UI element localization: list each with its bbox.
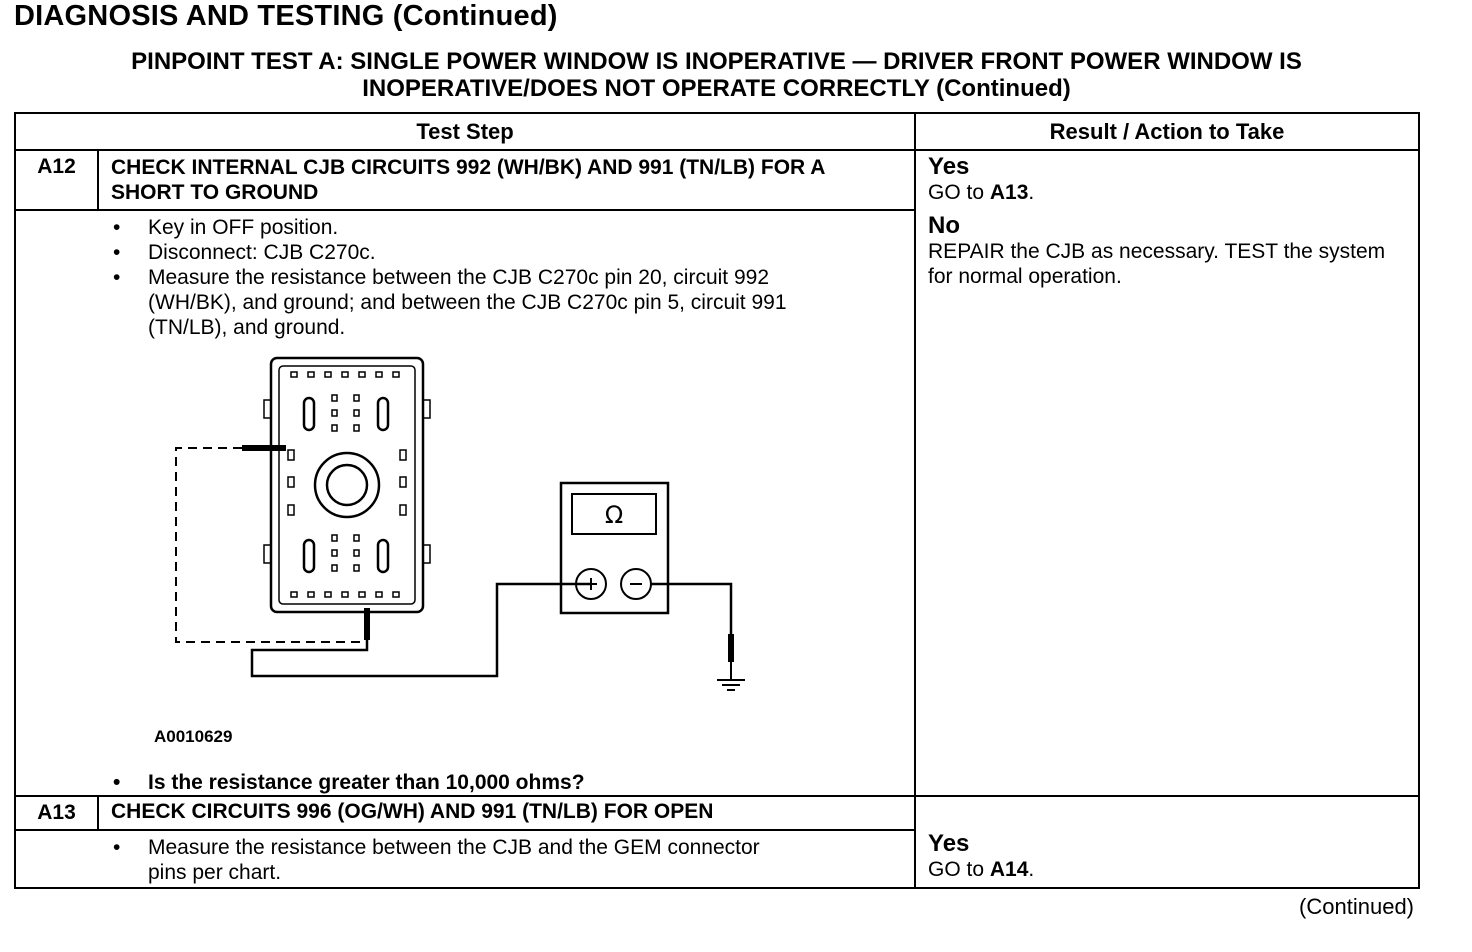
result-yes-text-a12: GO to A13. <box>928 181 1035 204</box>
col-header-result: Result / Action to Take <box>914 112 1421 151</box>
action-item: Disconnect: CJB C270c. <box>16 240 914 265</box>
connector-meter-diagram: Ω <box>175 356 745 691</box>
action-list-a13: Measure the resistance between the CJB a… <box>16 831 914 885</box>
connector-pin-cavities <box>287 371 407 598</box>
step-question-a12: Is the resistance greater than 10,000 oh… <box>16 770 914 795</box>
wiring-figure: Ω A0010629 <box>16 340 914 770</box>
question-list-a12: Is the resistance greater than 10,000 oh… <box>16 770 914 795</box>
page-header: DIAGNOSIS AND TESTING (Continued) <box>14 0 558 32</box>
action-item: Measure the resistance between the CJB C… <box>16 265 914 340</box>
result-no-label-a12: No <box>928 212 961 239</box>
step-body-a12: Key in OFF position. Disconnect: CJB C27… <box>13 209 917 797</box>
step-title-a12: CHECK INTERNAL CJB CIRCUITS 992 (WH/BK) … <box>96 149 917 211</box>
test-table: Test Step Result / Action to Take A12 CH… <box>13 112 1421 889</box>
result-cell-a12: Yes GO to A13. No REPAIR the CJB as nece… <box>914 149 1421 797</box>
action-list-a12: Key in OFF position. Disconnect: CJB C27… <box>16 211 914 340</box>
result-yes-label-a12: Yes <box>928 153 970 180</box>
result-yes-label-a13: Yes <box>928 830 970 857</box>
result-no-text-a12: REPAIR the CJB as necessary. TEST the sy… <box>928 240 1386 288</box>
col-header-test-step: Test Step <box>13 112 917 151</box>
step-body-a13: Measure the resistance between the CJB a… <box>13 829 917 889</box>
connector-c270c-icon <box>269 356 425 614</box>
step-title-a13: CHECK CIRCUITS 996 (OG/WH) AND 991 (TN/L… <box>96 795 917 831</box>
pinpoint-test-title: PINPOINT TEST A: SINGLE POWER WINDOW IS … <box>14 48 1419 102</box>
pinpoint-test-title-line2: INOPERATIVE/DOES NOT OPERATE CORRECTLY (… <box>362 75 1071 102</box>
step-id-a13: A13 <box>14 795 99 831</box>
pinpoint-test-title-line1: PINPOINT TEST A: SINGLE POWER WINDOW IS … <box>131 48 1302 75</box>
figure-id: A0010629 <box>154 727 233 746</box>
jumper-dashed-wire <box>175 447 367 643</box>
result-yes-text-a13: GO to A14. <box>928 858 1035 881</box>
meter-positive-lead <box>250 582 591 678</box>
step-id-a12: A12 <box>14 149 99 211</box>
ground-symbol-icon <box>717 679 745 691</box>
action-item: Measure the resistance between the CJB a… <box>16 835 914 885</box>
meter-negative-lead <box>651 582 733 636</box>
action-item: Key in OFF position. <box>16 215 914 240</box>
result-cell-a13: Yes GO to A14. <box>914 795 1421 889</box>
continued-note: (Continued) <box>1299 894 1414 919</box>
meter-symbol: Ω <box>605 501 623 529</box>
